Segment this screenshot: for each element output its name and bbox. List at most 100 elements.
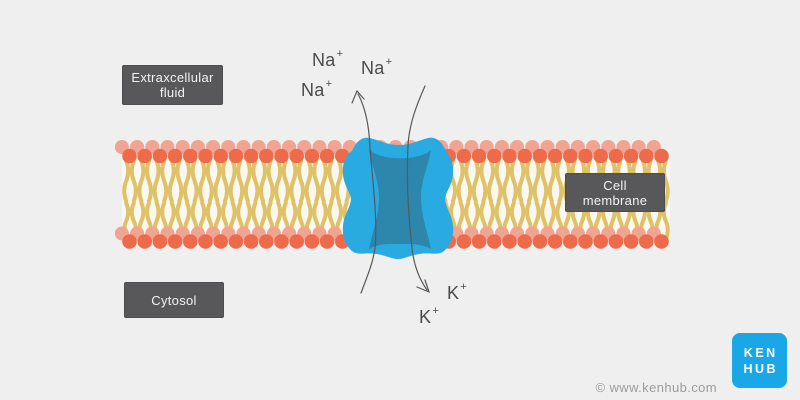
lipid-head-dark [547, 148, 563, 164]
lipid-tail [532, 159, 541, 203]
cell-membrane-label: Cell membrane [565, 173, 665, 212]
lipid-tail [167, 159, 176, 203]
sodium-ion-label: Na+ [361, 55, 392, 77]
lipid-head-dark [319, 148, 335, 164]
lipid-tail [205, 159, 214, 203]
lipid-head-dark [563, 234, 578, 249]
ion-symbol: K [419, 307, 432, 327]
lipid-head-dark [608, 148, 624, 164]
lipid-head-dark [259, 148, 274, 164]
lipid-tail [319, 159, 328, 203]
lipid-head-dark [532, 234, 548, 249]
lipid-tail [259, 159, 267, 203]
lipid-tail [198, 159, 207, 203]
ion-symbol: Na [301, 80, 325, 100]
lipid-tail [228, 159, 237, 203]
lipid-tail [129, 159, 138, 203]
lipid-head-dark [137, 234, 152, 249]
lipid-head-dark [152, 148, 168, 164]
lipid-tail [289, 159, 298, 203]
lipid-tail [304, 159, 313, 203]
lipid-head-dark [243, 148, 259, 164]
lipid-tail [456, 159, 465, 203]
sodium-ion-label: Na+ [312, 47, 343, 69]
extracellular-fluid-label-line2: fluid [159, 85, 186, 100]
lipid-tail [183, 159, 191, 203]
ion-symbol: Na [361, 58, 385, 78]
lipid-tail [281, 159, 290, 203]
lipid-tail [266, 159, 275, 203]
lipid-head-dark [183, 148, 198, 164]
lipid-tail [221, 159, 229, 203]
lipid-head-dark [152, 234, 168, 249]
lipid-head-dark [167, 234, 183, 249]
lipid-tail [297, 159, 305, 203]
lipid-tail [251, 159, 260, 203]
ion-charge: + [385, 56, 393, 68]
lipid-head-dark [456, 148, 472, 164]
lipid-head-dark [228, 234, 244, 249]
kenhub-logo-line2: HUB [743, 361, 779, 376]
lipid-head-dark [167, 148, 183, 164]
ion-symbol: Na [312, 50, 336, 70]
lipid-tail [494, 159, 503, 203]
lipid-head-dark [304, 148, 320, 164]
lipid-head-dark [532, 148, 548, 164]
lipid-head-dark [547, 234, 563, 249]
lipid-head-dark [122, 234, 137, 249]
lipid-head-dark [183, 234, 198, 249]
lipid-tail [547, 159, 556, 203]
cytosol-label: Cytosol [124, 282, 224, 318]
lipid-head-dark [319, 234, 335, 249]
lipid-head-dark [198, 148, 213, 164]
cell-membrane-label-line2: membrane [582, 192, 648, 208]
potassium-ion-label: K+ [419, 304, 439, 326]
lipid-tail [236, 159, 245, 203]
lipid-tail [509, 159, 518, 203]
lipid-head-dark [274, 234, 289, 249]
lipid-tail [540, 159, 549, 203]
potassium-in-arrow [406, 85, 428, 291]
lipid-head-dark [563, 148, 578, 164]
cell-membrane-label-line1: Cell [603, 177, 627, 193]
lipid-head-dark [517, 234, 532, 249]
lipid-head-dark [487, 234, 502, 249]
lipid-tail [479, 159, 488, 203]
lipid-head-dark [593, 148, 608, 164]
lipid-tail [502, 159, 511, 203]
lipid-head-dark [578, 234, 593, 249]
lipid-tail [555, 159, 564, 203]
extracellular-fluid-label: Extraxcellular fluid [122, 65, 223, 105]
lipid-head-dark [228, 148, 244, 164]
cytosol-label-text: Cytosol [151, 292, 197, 308]
lipid-tail [661, 159, 670, 203]
lipid-head-dark [122, 148, 137, 164]
lipid-head-dark [198, 234, 213, 249]
kenhub-logo-line1: KEN [743, 345, 778, 360]
lipid-head-dark [213, 148, 228, 164]
potassium-arrowhead [416, 279, 430, 294]
lipid-head-dark [213, 234, 228, 249]
lipid-head-dark [578, 148, 593, 164]
lipid-head-dark [304, 234, 320, 249]
lipid-head-dark [639, 234, 654, 249]
lipid-tail [160, 159, 169, 203]
lipid-head-dark [654, 234, 669, 249]
ion-channel-protein [342, 137, 454, 259]
lipid-head-dark [608, 234, 624, 249]
lipid-head-dark [243, 234, 259, 249]
lipid-head-dark [654, 148, 669, 164]
lipid-tail [243, 159, 252, 203]
sodium-ion-label: Na+ [301, 77, 332, 99]
lipid-tail [122, 159, 131, 203]
lipid-tail [190, 159, 199, 203]
lipid-head-dark [137, 148, 152, 164]
sodium-arrowhead [351, 89, 365, 104]
lipid-head-dark [502, 148, 517, 164]
ion-charge: + [325, 78, 333, 90]
lipid-head-dark [487, 148, 502, 164]
lipid-head-dark [259, 234, 274, 249]
lipid-head-dark [274, 148, 289, 164]
potassium-ion-label: K+ [447, 280, 467, 302]
lipid-tail [335, 159, 343, 203]
